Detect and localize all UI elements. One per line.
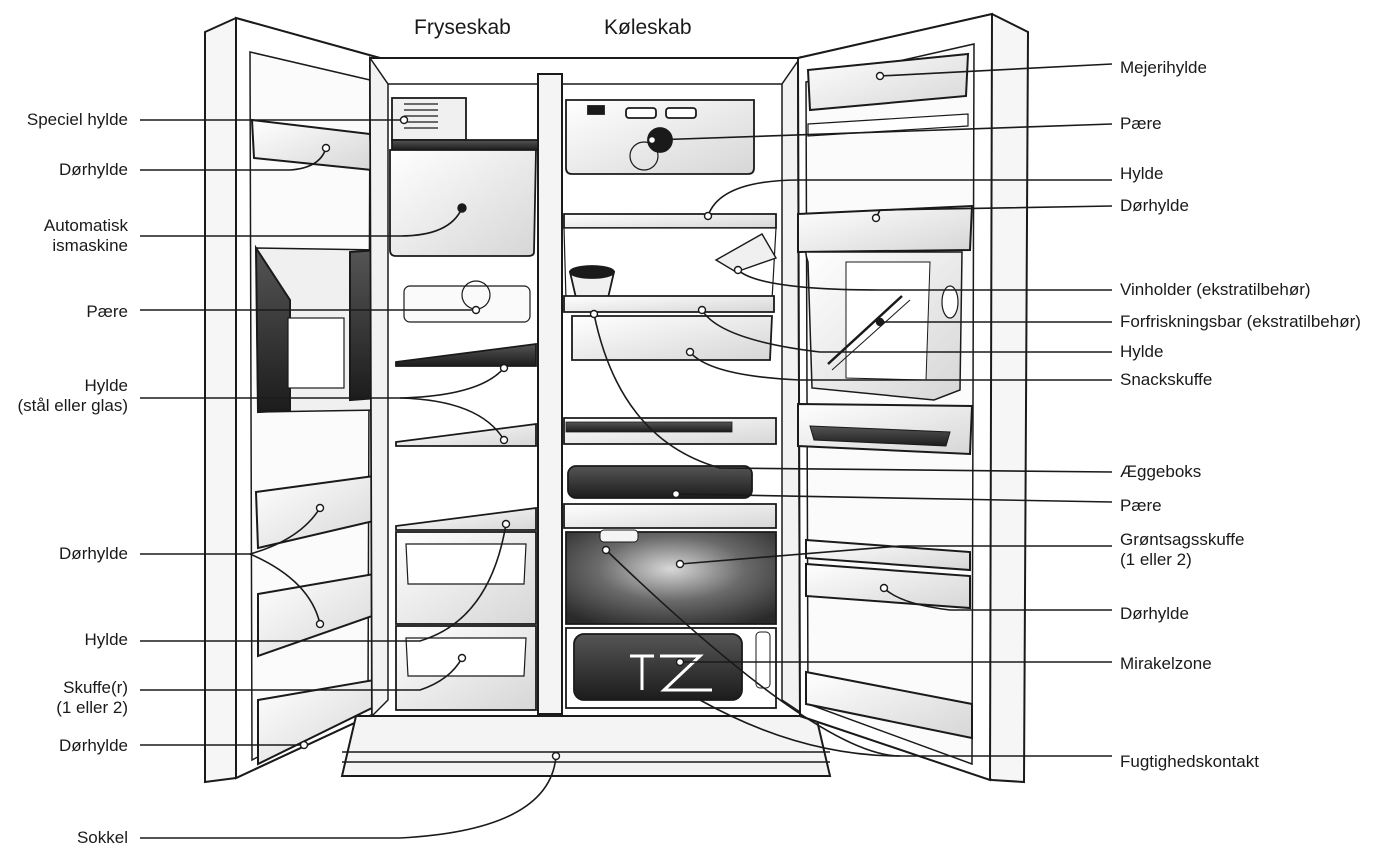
label-paere-left: Pære [86, 302, 128, 322]
label-mejerihylde: Mejerihylde [1120, 58, 1207, 78]
label-aeggeboks: Æggeboks [1120, 462, 1201, 482]
label-skuffer: Skuffe(r)(1 eller 2) [56, 678, 128, 718]
label-hylde-left: Hylde [85, 630, 128, 650]
freezer-header: Fryseskab [414, 16, 511, 40]
label-dorhylde-right-2: Dørhylde [1120, 604, 1189, 624]
label-mirakelzone: Mirakelzone [1120, 654, 1212, 674]
label-paere-right-1: Pære [1120, 114, 1162, 134]
label-hylde-right-1: Hylde [1120, 164, 1163, 184]
freezer-door [205, 18, 380, 782]
label-sokkel: Sokkel [77, 828, 128, 848]
label-grontsagsskuffe: Grøntsagsskuffe(1 eller 2) [1120, 530, 1244, 570]
label-fugtighedskontakt: Fugtighedskontakt [1120, 752, 1259, 772]
label-speciel-hylde: Speciel hylde [27, 110, 128, 130]
fridge-header: Køleskab [604, 16, 692, 40]
label-dorhylde-3: Dørhylde [59, 736, 128, 756]
label-dorhylde-right-1: Dørhylde [1120, 196, 1189, 216]
label-dorhylde-2: Dørhylde [59, 544, 128, 564]
label-snackskuffe: Snackskuffe [1120, 370, 1212, 390]
label-dorhylde-1: Dørhylde [59, 160, 128, 180]
label-paere-right-2: Pære [1120, 496, 1162, 516]
label-vinholder: Vinholder (ekstratilbehør) [1120, 280, 1311, 300]
label-hylde-right-2: Hylde [1120, 342, 1163, 362]
label-hylde-stal: Hylde(stål eller glas) [17, 376, 128, 416]
label-forfriskningsbar: Forfriskningsbar (ekstratilbehør) [1120, 312, 1361, 332]
